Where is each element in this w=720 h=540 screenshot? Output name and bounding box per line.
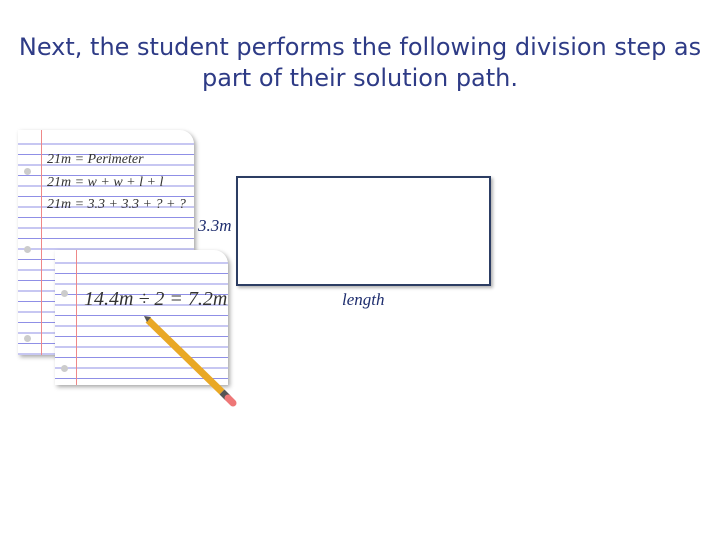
slide-title: Next, the student performs the following… [18, 33, 702, 92]
hole [24, 168, 31, 175]
hole [24, 335, 31, 342]
rectangle-diagram [236, 176, 491, 286]
hole [61, 365, 68, 372]
notebook-paper-2: 14.4m ÷ 2 = 7.2m [55, 250, 228, 385]
equation-line: 21m = 3.3 + 3.3 + ? + ? [47, 197, 186, 212]
hole [24, 246, 31, 253]
notebook-paper-1: 21m = Perimeter 21m = w + w + l + l 21m … [18, 130, 194, 355]
hole [61, 290, 68, 297]
pencil-icon [144, 316, 237, 407]
width-label: 3.3m [198, 216, 232, 235]
equation-line: 21m = Perimeter [47, 152, 144, 167]
equation-line: 21m = w + w + l + l [47, 175, 164, 190]
division-equation: 14.4m ÷ 2 = 7.2m [84, 288, 228, 310]
length-label: length [342, 290, 385, 309]
margin-line [41, 130, 42, 355]
margin-line [76, 250, 77, 385]
